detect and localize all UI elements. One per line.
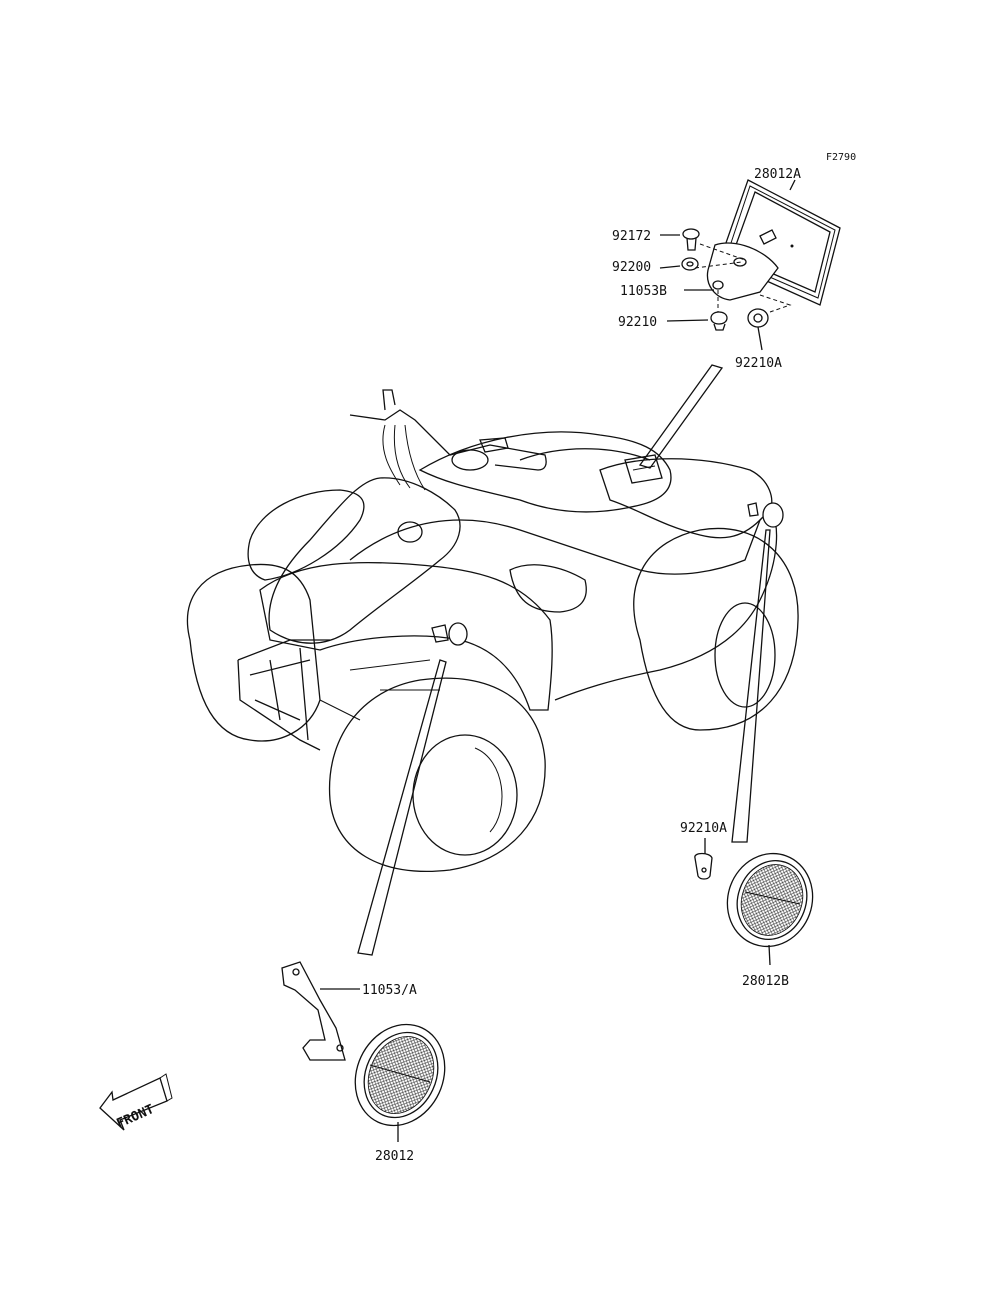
part-label-92172: 92172 (612, 229, 651, 244)
part-label-92200: 92200 (612, 260, 651, 275)
part-label-28012: 28012 (375, 1149, 414, 1164)
front-arrow-icon: FRONT (99, 1073, 173, 1132)
rear-reflector-assembly (659, 179, 841, 351)
callout-wedges (357, 364, 771, 956)
figure-number: F2790 (826, 152, 856, 163)
part-label-11053b: 11053B (620, 284, 667, 299)
side-reflector-assembly (694, 838, 814, 966)
front-reflector-assembly (281, 961, 446, 1142)
part-label-92210a-rear: 92210A (735, 356, 782, 371)
part-label-92210a-side: 92210A (680, 821, 727, 836)
atv-illustration (186, 389, 799, 872)
part-label-11053a: 11053/A (362, 983, 417, 998)
part-label-28012a: 28012A (754, 167, 801, 182)
part-label-92210: 92210 (618, 315, 657, 330)
part-label-28012b: 28012B (742, 974, 789, 989)
